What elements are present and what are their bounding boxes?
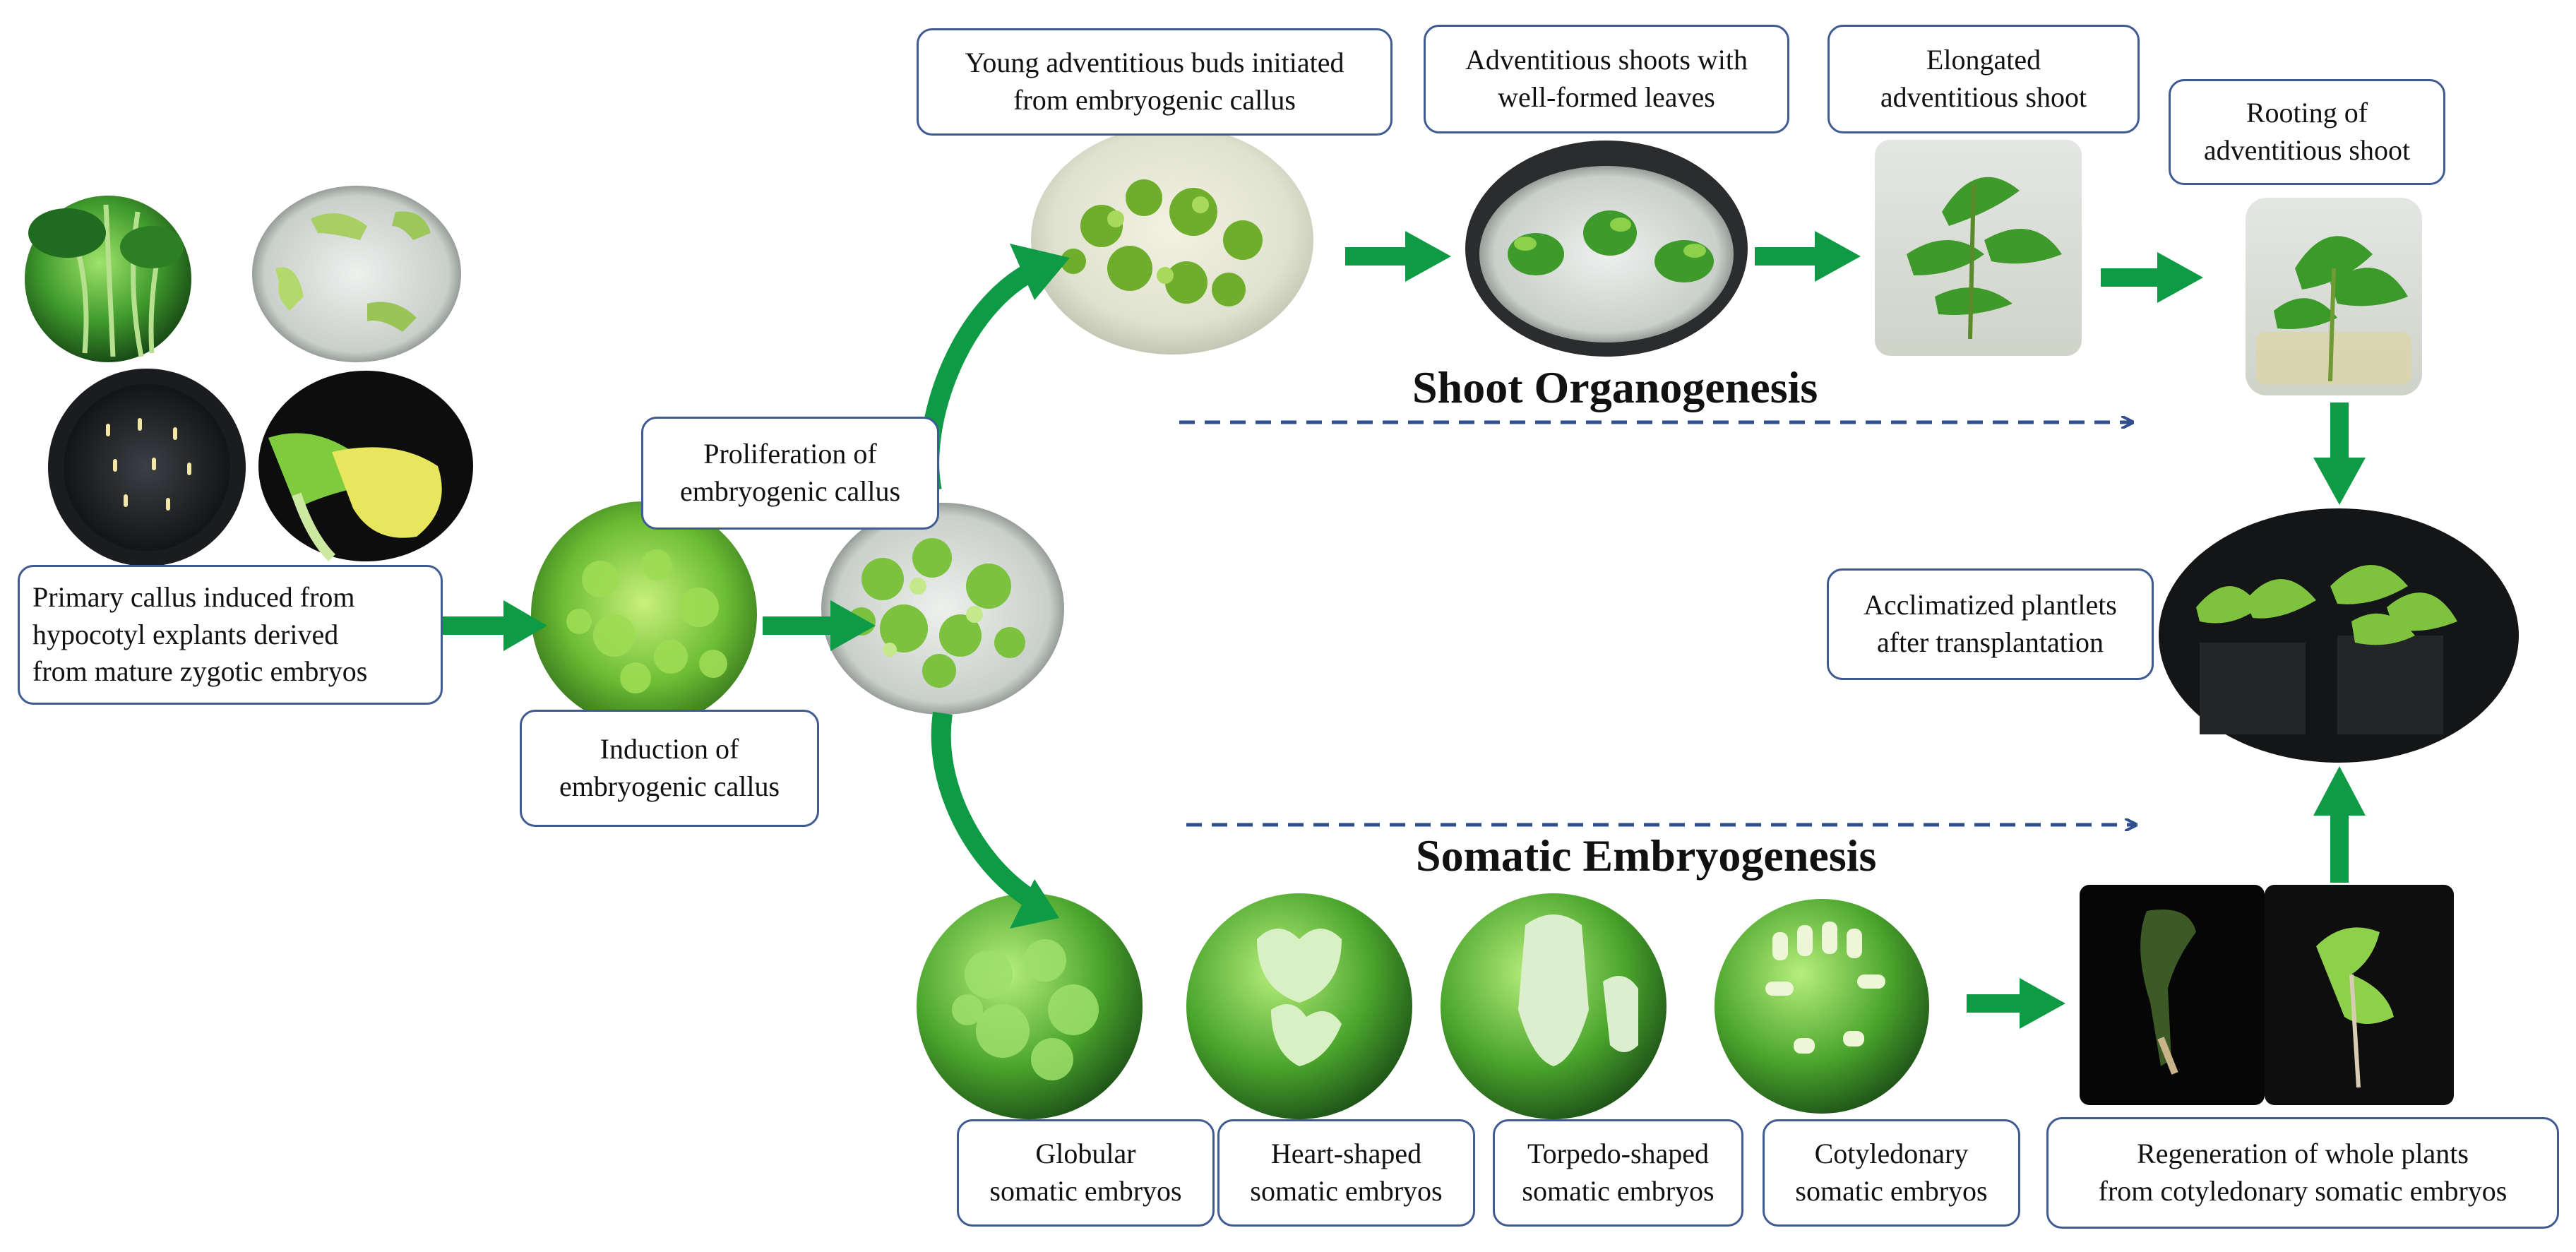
torpedo-shaped-label: Torpedo-shaped somatic embryos (1493, 1119, 1743, 1227)
shoot-organogenesis-title: Shoot Organogenesis (1412, 362, 1818, 412)
heart-embryos-photo (1186, 893, 1412, 1119)
rooting-shoot-photo (2246, 198, 2422, 395)
arrow-to-induction (441, 600, 547, 651)
primary-callus-label: Primary callus induced from hypocotyl ex… (18, 565, 443, 705)
arrow-to-proliferation (763, 600, 876, 651)
cotyledonary-label: Cotyledonary somatic embryos (1763, 1119, 2020, 1227)
arrow-buds-to-shoots (1345, 231, 1451, 282)
explant-photo-hypocotyl-callus (258, 371, 473, 561)
regeneration-photo-plantlet-2 (2265, 885, 2454, 1105)
regeneration-label: Regeneration of whole plants from cotyle… (2046, 1117, 2559, 1229)
arrow-regeneration-to-acclimatized (2313, 766, 2366, 883)
acclimatized-plantlets-photo (2159, 508, 2519, 763)
curved-arrow-to-somatic (931, 711, 1059, 929)
arrow-elongated-to-rooting (2101, 252, 2203, 303)
elongated-shoot-photo (1875, 140, 2082, 356)
young-buds-label: Young adventitious buds initiated from e… (917, 28, 1393, 136)
adventitious-shoots-photo (1465, 141, 1748, 357)
arrow-rooting-to-acclimatized (2313, 403, 2366, 505)
acclimatized-label: Acclimatized plantlets after transplanta… (1827, 568, 2154, 680)
regeneration-photo-plantlet-1 (2080, 885, 2265, 1105)
cotyledonary-embryos-photo (1715, 899, 1929, 1114)
arrow-cotyledonary-to-regeneration (1967, 978, 2065, 1029)
young-buds-photo (1031, 126, 1313, 354)
heart-shaped-label: Heart-shaped somatic embryos (1217, 1119, 1475, 1227)
elongated-shoot-label: Elongated adventitious shoot (1827, 25, 2140, 133)
explant-photo-dish-sprouts (252, 186, 461, 362)
globular-label: Globular somatic embryos (957, 1119, 1215, 1227)
rooting-label: Rooting of adventitious shoot (2169, 79, 2445, 185)
curved-arrow-to-shoot (919, 244, 1070, 493)
arrow-shoots-to-elongated (1755, 231, 1861, 282)
induction-label: Induction of embryogenic callus (520, 710, 819, 827)
proliferation-label: Proliferation of embryogenic callus (641, 417, 939, 530)
explant-photo-seedlings (25, 196, 191, 362)
adventitious-shoots-label: Adventitious shoots with well-formed lea… (1424, 25, 1789, 133)
somatic-embryogenesis-title: Somatic Embryogenesis (1416, 830, 1877, 881)
globular-embryos-photo (917, 893, 1143, 1119)
torpedo-embryos-photo (1441, 893, 1666, 1119)
explant-photo-petri-dish (48, 369, 246, 566)
proliferation-callus-photo (821, 503, 1064, 715)
induction-callus-photo (531, 501, 757, 727)
